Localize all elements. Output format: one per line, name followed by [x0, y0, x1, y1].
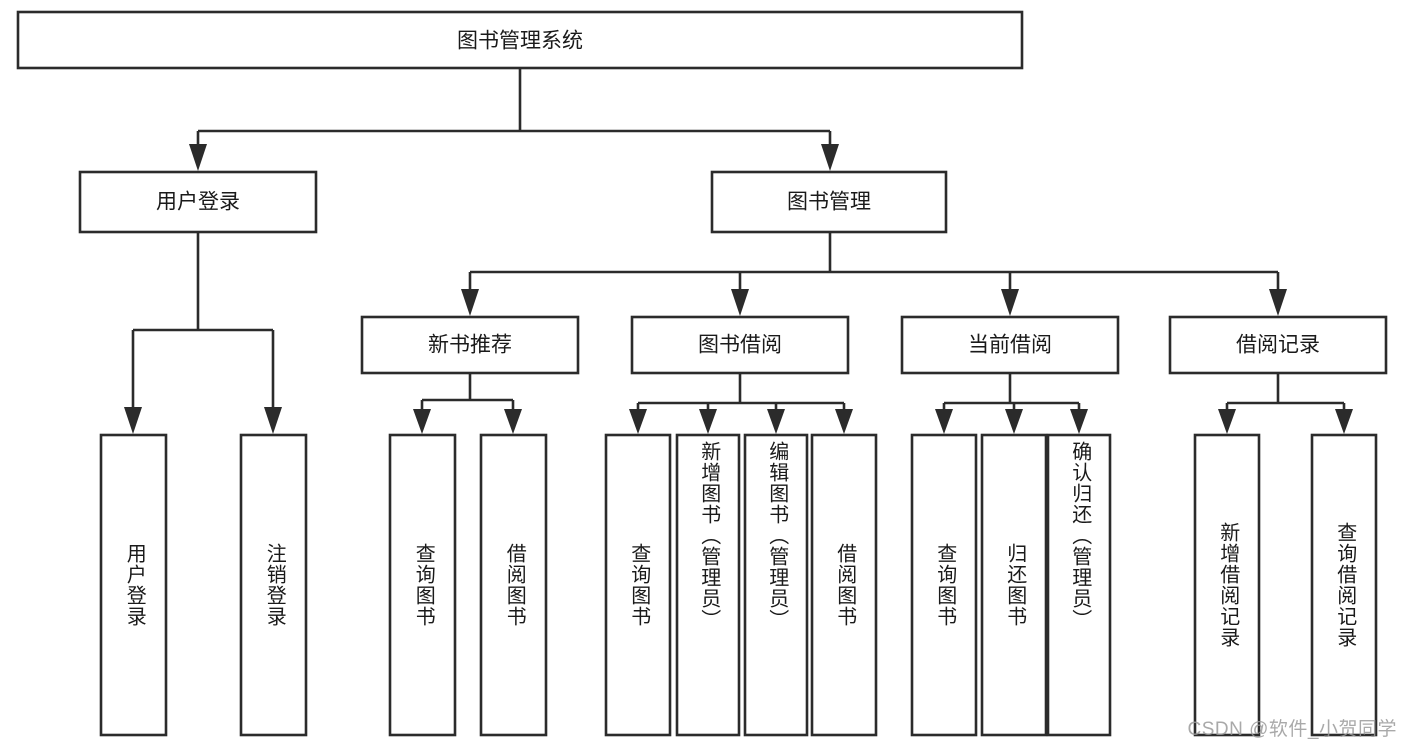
node-label-user-login: 用户登录 [156, 191, 240, 214]
arrow-to-leaf-borrow-book [835, 409, 853, 434]
node-box-current-borrow[interactable] [900, 315, 1120, 375]
arrow-to-leaf-user-login [124, 407, 142, 434]
leaf-label-query-borrow-record: 查询借阅记录 [1333, 522, 1356, 648]
arrow-to-book-manage [821, 144, 839, 171]
leaf-label-query-book-rec: 查询图书 [412, 543, 435, 627]
node-box-leaf-edit-book-admin[interactable] [743, 433, 809, 737]
node-box-leaf-borrow-book-rec[interactable] [479, 433, 548, 737]
arrow-to-current-borrow [1001, 289, 1019, 316]
arrow-to-leaf-query-book-rec [413, 409, 431, 434]
csdn-watermark: CSDN @软件_小贺同学 [1187, 719, 1397, 740]
node-box-book-manage[interactable] [710, 170, 948, 234]
node-box-leaf-query-book-borrow[interactable] [604, 433, 672, 737]
node-box-leaf-add-book-admin[interactable] [675, 433, 741, 737]
leaf-label-return-book: 归还图书 [1003, 543, 1026, 627]
arrow-to-new-book-recommend [461, 289, 479, 316]
leaf-label-confirm-return-admin: 确认归还（管理员） [1068, 441, 1091, 630]
node-label-new-book-recommend: 新书推荐 [428, 334, 512, 357]
node-label-current-borrow: 当前借阅 [968, 334, 1052, 357]
arrow-to-leaf-edit-book-admin [767, 409, 785, 434]
leaf-label-add-book-admin: 新增图书（管理员） [697, 441, 720, 630]
node-label-book-borrow: 图书借阅 [698, 334, 782, 357]
leaf-label-query-book-current: 查询图书 [933, 543, 956, 627]
leaf-label-query-book-borrow: 查询图书 [627, 543, 650, 627]
node-box-new-book-recommend[interactable] [360, 315, 580, 375]
leaf-label-wrap-edit-book-admin: 编辑图书（管理员） [745, 441, 807, 735]
node-box-book-borrow[interactable] [630, 315, 850, 375]
node-box-leaf-confirm-return-admin[interactable] [1046, 433, 1112, 737]
leaf-label-wrap-add-book-admin: 新增图书（管理员） [677, 441, 739, 735]
node-label-borrow-record: 借阅记录 [1236, 334, 1320, 357]
node-box-leaf-borrow-book[interactable] [810, 433, 878, 737]
node-box-leaf-query-book-current[interactable] [910, 433, 978, 737]
arrow-to-book-borrow [731, 289, 749, 316]
leaf-label-wrap-user-login: 用户登录 [101, 435, 166, 735]
leaf-label-wrap-return-book: 归还图书 [982, 435, 1046, 735]
node-box-leaf-add-borrow-record[interactable] [1193, 433, 1261, 737]
connector-layer [124, 68, 1353, 434]
leaf-label-wrap-add-borrow-record: 新增借阅记录 [1195, 435, 1259, 735]
leaf-label-edit-book-admin: 编辑图书（管理员） [765, 441, 788, 630]
leaf-label-wrap-query-book-borrow: 查询图书 [606, 435, 670, 735]
node-label-book-manage: 图书管理 [787, 191, 871, 214]
node-label-root: 图书管理系统 [457, 30, 583, 53]
node-box-user-login[interactable] [78, 170, 318, 234]
leaf-label-add-borrow-record: 新增借阅记录 [1216, 522, 1239, 648]
leaf-label-wrap-confirm-return-admin: 确认归还（管理员） [1048, 441, 1110, 735]
node-box-leaf-return-book[interactable] [980, 433, 1048, 737]
arrow-to-leaf-query-book-borrow [629, 409, 647, 434]
leaf-label-wrap-logout: 注销登录 [241, 435, 306, 735]
leaf-label-wrap-borrow-book-rec: 借阅图书 [481, 435, 546, 735]
leaf-label-borrow-book: 借阅图书 [833, 543, 856, 627]
node-box-leaf-query-borrow-record[interactable] [1310, 433, 1378, 737]
leaf-label-wrap-query-book-rec: 查询图书 [390, 435, 455, 735]
node-box-borrow-record[interactable] [1168, 315, 1388, 375]
arrow-to-leaf-logout [264, 407, 282, 434]
arrow-to-user-login [189, 144, 207, 171]
node-box-leaf-query-book-rec[interactable] [388, 433, 457, 737]
arrow-to-leaf-add-book-admin [699, 409, 717, 434]
leaf-label-wrap-query-borrow-record: 查询借阅记录 [1312, 435, 1376, 735]
leaf-label-logout: 注销登录 [263, 543, 286, 627]
node-box-root[interactable] [16, 10, 1024, 70]
leaf-label-user-login: 用户登录 [123, 543, 146, 627]
arrow-to-leaf-query-borrow-record [1335, 409, 1353, 434]
node-box-leaf-logout[interactable] [239, 433, 308, 737]
leaf-label-wrap-borrow-book: 借阅图书 [812, 435, 876, 735]
node-box-leaf-user-login[interactable] [99, 433, 168, 737]
arrow-to-leaf-borrow-book-rec [504, 409, 522, 434]
arrow-to-leaf-return-book [1005, 409, 1023, 434]
node-layer: 图书管理系统 用户登录 图书管理 新书推荐 图书借阅 当前借阅 借阅记录 [16, 10, 1388, 737]
leaf-label-borrow-book-rec: 借阅图书 [503, 543, 526, 627]
arrow-to-borrow-record [1269, 289, 1287, 316]
arrow-to-leaf-query-book-current [935, 409, 953, 434]
leaf-label-wrap-query-book-current: 查询图书 [912, 435, 976, 735]
arrow-to-leaf-confirm-return-admin [1070, 409, 1088, 434]
arrow-to-leaf-add-borrow-record [1218, 409, 1236, 434]
